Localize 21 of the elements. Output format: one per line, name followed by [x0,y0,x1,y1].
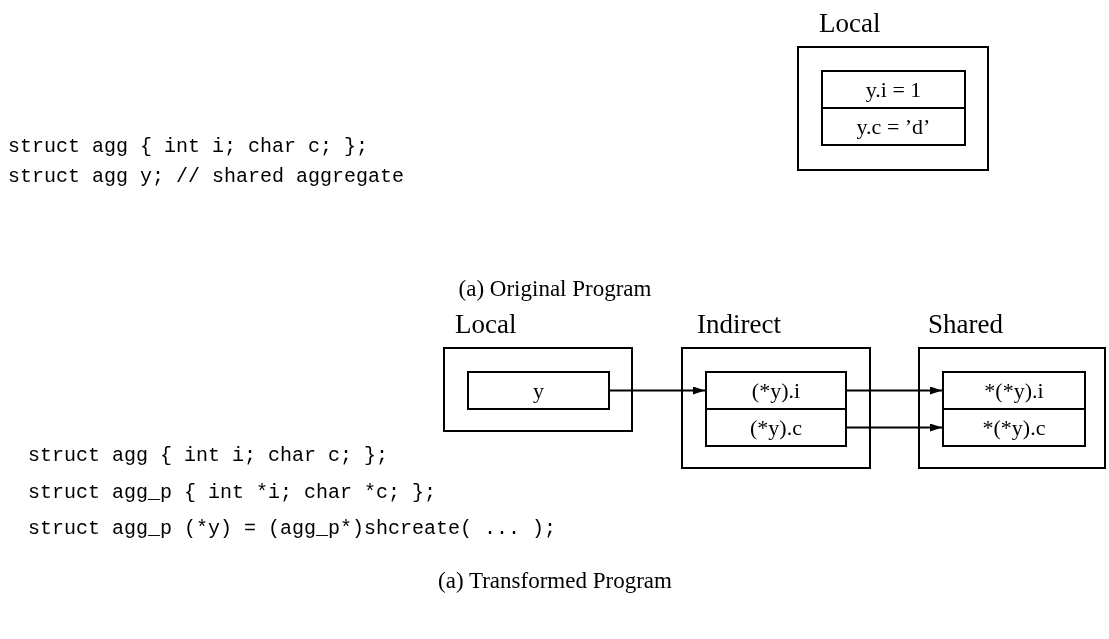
field-cell: (*y).c [705,408,847,447]
region-title: Shared [928,309,1003,339]
arrow [609,386,706,395]
field-cell: y.i = 1 [821,70,966,109]
field-cell: *(*y).i [942,371,1086,410]
field-cell: y.c = ’d’ [821,107,966,146]
region-title: Local [455,309,517,339]
region-title: Indirect [697,309,781,339]
field-cell: *(*y).c [942,408,1086,447]
figure-caption: (a) Transformed Program [438,568,672,594]
arrow [846,386,943,395]
code-line: struct agg_p { int *i; char *c; }; [28,480,437,506]
code-line: struct agg { int i; char c; }; [28,443,389,469]
arrow [846,423,943,432]
figure-caption: (a) Original Program [458,276,652,302]
field-cell: y [467,371,610,410]
code-line: struct agg y; // shared aggregate [8,164,405,190]
field-cell: (*y).i [705,371,847,410]
code-line: struct agg { int i; char c; }; [8,134,369,160]
code-line: struct agg_p (*y) = (agg_p*)shcreate( ... ); [28,516,557,542]
region-title: Local [819,8,881,38]
